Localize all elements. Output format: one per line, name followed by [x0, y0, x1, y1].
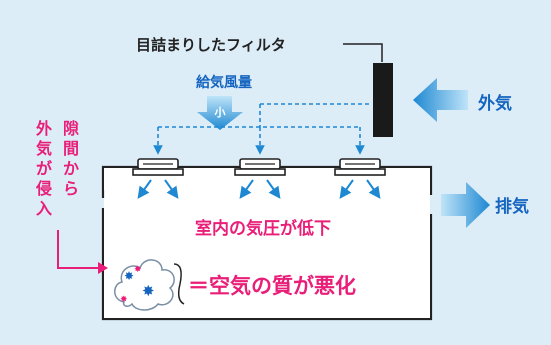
- supply-small-arrow: [197, 96, 243, 130]
- gap-char-2: 間: [63, 140, 79, 158]
- gap-char-6: 気: [36, 139, 52, 158]
- gap-char-7: が: [36, 159, 52, 178]
- filter-leader-line: [343, 43, 383, 62]
- dust-cloud-icon: [114, 259, 175, 311]
- gap-char-9: 入: [36, 200, 52, 218]
- intrusion-arrow-head: [98, 262, 108, 274]
- clogged-filter: [373, 63, 393, 137]
- diffuser-right: [334, 158, 386, 199]
- gap-char-1: 隙: [63, 119, 79, 138]
- filter-label: 目詰まりしたフィルタ: [136, 36, 286, 54]
- gap-char-5: 外: [35, 119, 52, 138]
- diffuser-center: [234, 158, 286, 199]
- dust-particle-4: ✸: [120, 295, 128, 305]
- pressure-drop-text: 室内の気圧が低下: [195, 218, 331, 238]
- dust-particle-1: ✸: [124, 269, 134, 283]
- dust-particle-3: ✸: [142, 282, 155, 300]
- gap-char-3: か: [63, 160, 79, 178]
- bracket: [173, 263, 185, 305]
- gap-char-8: 侵: [35, 179, 52, 198]
- air-quality-text: ＝空気の質が悪化: [188, 274, 356, 298]
- gap-char-4: ら: [63, 180, 79, 198]
- outside-air-label: 外気: [478, 93, 512, 113]
- supply-volume-label: 給気風量: [196, 74, 252, 90]
- dust-particle-2: ✸: [134, 265, 142, 275]
- diffuser-left: [132, 158, 184, 199]
- supply-level-indicator: 小: [214, 105, 226, 119]
- exhaust-label: 排気: [495, 196, 529, 216]
- exhaust-arrow: [441, 182, 490, 228]
- supply-duct: [153, 103, 372, 155]
- outside-air-arrow: [413, 78, 468, 122]
- intrusion-arrow: [57, 230, 98, 269]
- gap-label: 隙 間 か ら 外 気 が 侵 入: [35, 119, 79, 218]
